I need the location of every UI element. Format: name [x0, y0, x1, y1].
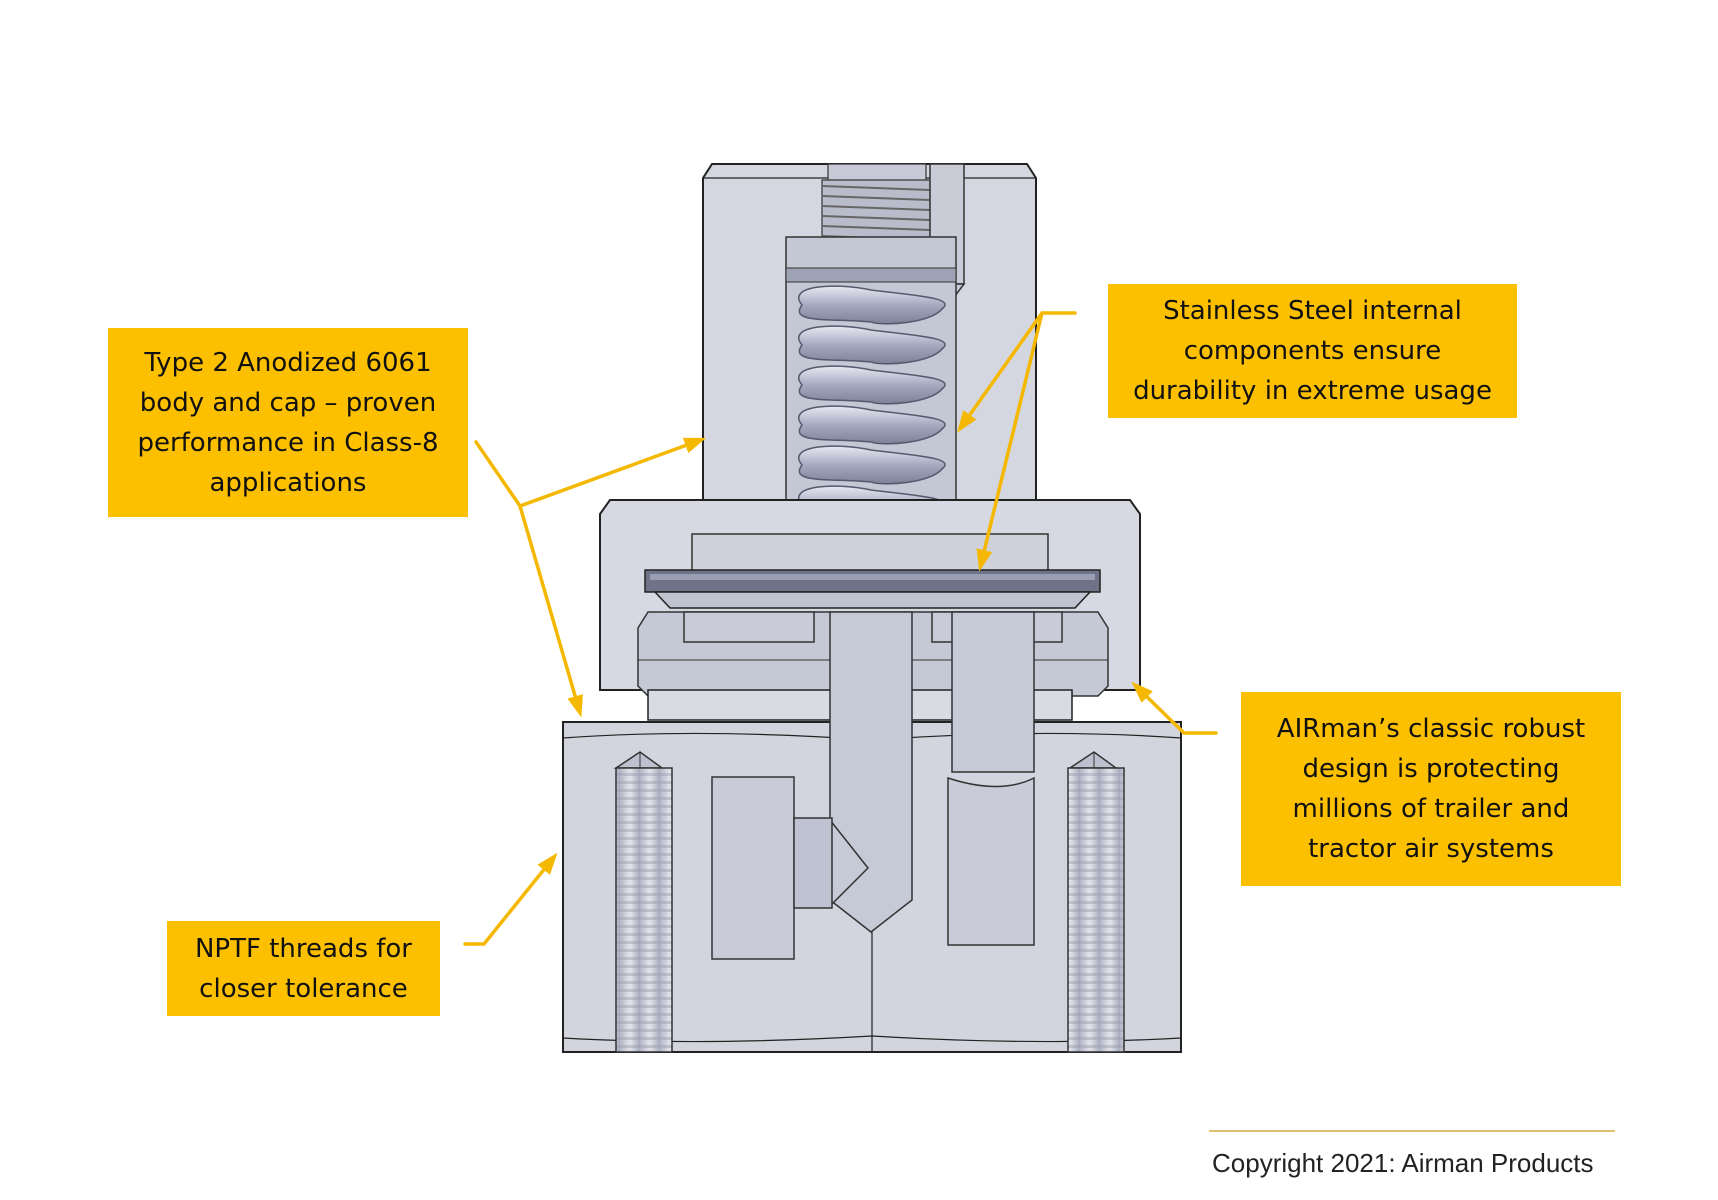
- arrowheads: [537, 410, 1153, 875]
- spring-seat: [691, 533, 1049, 573]
- spring-coil: [798, 365, 946, 405]
- spring-coil: [798, 285, 946, 325]
- callout-stainless-steel: Stainless Steel internal components ensu…: [1108, 284, 1517, 418]
- callout-nptf-threads: NPTF threads for closer tolerance: [167, 921, 440, 1016]
- callout-line: durability in extreme usage: [1133, 376, 1492, 406]
- left-port: [711, 776, 833, 960]
- callout-robust-design: AIRman’s classic robust design is protec…: [1241, 692, 1621, 886]
- callout-line: closer tolerance: [199, 973, 408, 1004]
- diaphragm: [644, 569, 1101, 609]
- copyright-text: Copyright 2021: Airman Products: [1212, 1148, 1594, 1178]
- callout-line: NPTF threads for: [194, 933, 412, 964]
- callout-line: performance in Class-8: [137, 427, 439, 458]
- right-port: [947, 776, 1035, 946]
- callout-anodized-body: Type 2 Anodized 6061 body and cap – prov…: [108, 328, 468, 517]
- callout-line: Stainless Steel internal: [1163, 296, 1462, 326]
- callout-arrows: [463, 311, 1218, 946]
- arrow-body-cap: [474, 440, 697, 509]
- flow-passages: [791, 611, 1035, 933]
- callout-line: Type 2 Anodized 6061: [144, 347, 432, 378]
- spring-coil: [798, 405, 946, 445]
- copyright-divider: [1209, 1130, 1615, 1132]
- callout-line: body and cap – proven: [139, 387, 437, 418]
- callout-line: millions of trailer and: [1292, 794, 1570, 824]
- left-bolt: [613, 751, 673, 1053]
- callout-line: AIRman’s classic robust: [1276, 714, 1586, 744]
- arrow-body-lower: [518, 504, 580, 708]
- spring-retainer: [785, 267, 957, 283]
- callout-line: applications: [209, 467, 367, 498]
- arrow-nptf-threads: [463, 860, 552, 946]
- right-bolt: [1067, 751, 1125, 1053]
- callout-line: components ensure: [1183, 336, 1442, 366]
- arrow-design-body: [1138, 688, 1218, 735]
- callout-line: design is protecting: [1302, 754, 1560, 784]
- callout-line: tractor air systems: [1308, 834, 1554, 864]
- spring-coil: [798, 445, 946, 485]
- arrow-steel-diaphragm: [980, 311, 1044, 562]
- spring-coil: [798, 325, 946, 365]
